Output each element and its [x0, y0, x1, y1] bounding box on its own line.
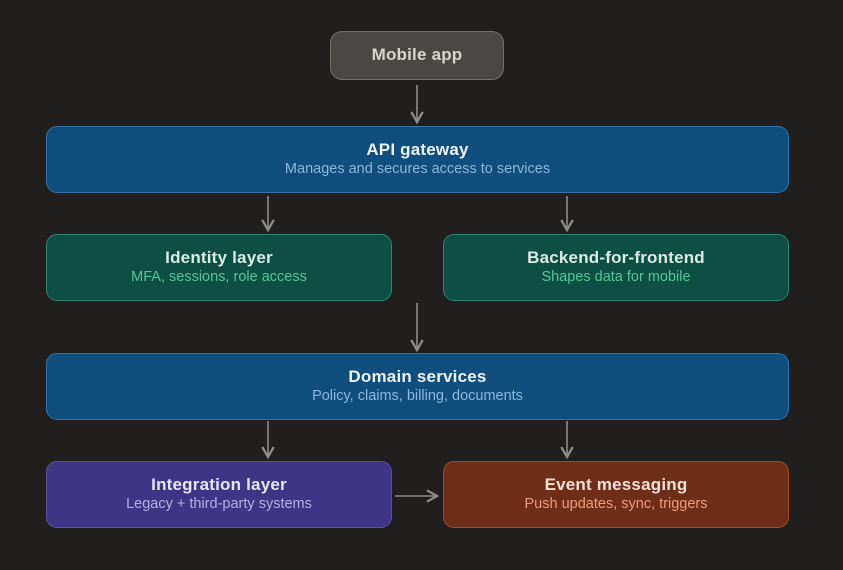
node-api-gateway-subtitle: Manages and secures access to services — [284, 161, 551, 178]
node-event-messaging: Event messaging Push updates, sync, trig… — [443, 461, 789, 528]
node-backend-for-frontend-subtitle: Shapes data for mobile — [541, 269, 691, 286]
node-api-gateway-title: API gateway — [366, 139, 469, 159]
node-integration-layer-subtitle: Legacy + third-party systems — [126, 496, 312, 513]
node-domain-services: Domain services Policy, claims, billing,… — [46, 353, 789, 420]
node-backend-for-frontend: Backend-for-frontend Shapes data for mob… — [443, 234, 789, 301]
node-event-messaging-subtitle: Push updates, sync, triggers — [524, 496, 708, 513]
node-identity-layer: Identity layer MFA, sessions, role acces… — [46, 234, 392, 301]
node-event-messaging-title: Event messaging — [544, 474, 688, 494]
node-integration-layer: Integration layer Legacy + third-party s… — [46, 461, 392, 528]
node-backend-for-frontend-title: Backend-for-frontend — [527, 247, 705, 267]
node-integration-layer-title: Integration layer — [151, 474, 287, 494]
node-domain-services-title: Domain services — [348, 366, 487, 386]
node-api-gateway: API gateway Manages and secures access t… — [46, 126, 789, 193]
node-identity-layer-title: Identity layer — [165, 247, 273, 267]
node-mobile-app: Mobile app — [330, 31, 504, 80]
node-mobile-app-title: Mobile app — [371, 45, 463, 65]
node-identity-layer-subtitle: MFA, sessions, role access — [131, 269, 307, 286]
node-domain-services-subtitle: Policy, claims, billing, documents — [312, 388, 523, 405]
